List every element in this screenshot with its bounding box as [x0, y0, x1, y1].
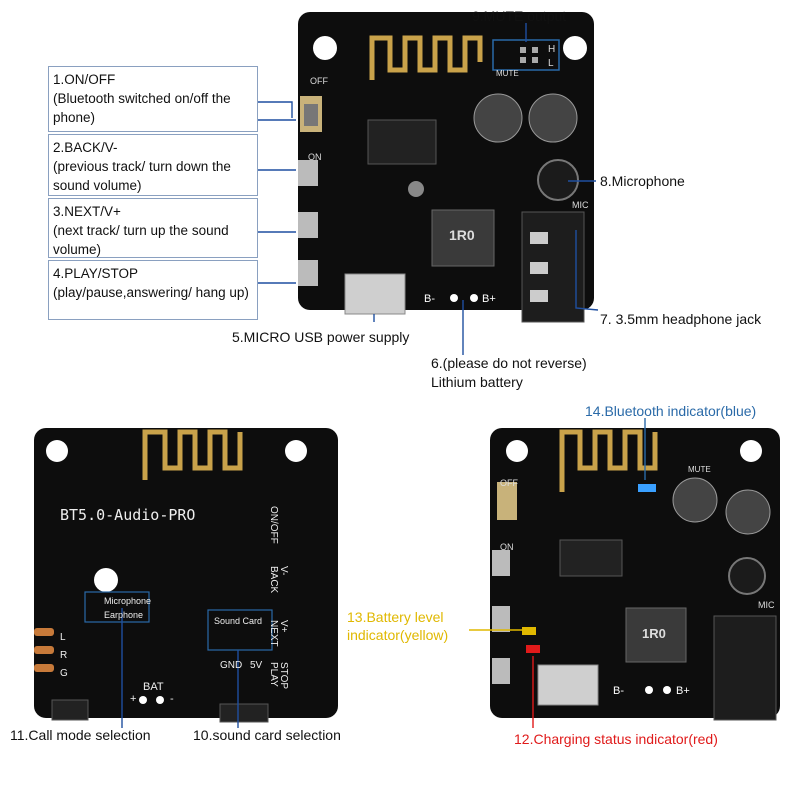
board-title: BT5.0-Audio-PRO: [60, 506, 196, 524]
callout-battery-indicator-line1: 13.Battery level: [347, 609, 444, 625]
callout-play-body: (play/pause,answering/ hang up): [53, 285, 249, 300]
callout-play-title: 4.PLAY/STOP: [53, 266, 139, 281]
back-silk: BACK: [268, 566, 279, 594]
r-pin-silk: R: [60, 650, 68, 661]
connector-lines-bottom-right: [469, 418, 646, 728]
b-minus-label-b: B-: [613, 685, 624, 697]
callout-mute-output: 9.MUTE output: [472, 8, 567, 24]
callout-sound-card: 10.sound card selection: [193, 727, 341, 743]
b-minus-label: B-: [424, 293, 435, 305]
inductor-label: 1R0: [449, 227, 475, 243]
b-plus-label: B+: [482, 293, 496, 305]
callout-bluetooth-indicator: 14.Bluetooth indicator(blue): [585, 403, 757, 419]
callout-on-off-body: (Bluetooth switched on/off the phone): [53, 91, 231, 125]
inductor-label-b: 1R0: [642, 626, 666, 641]
b-plus-label-b: B+: [676, 685, 690, 697]
callout-on-off: 1.ON/OFF (Bluetooth switched on/off the …: [48, 66, 258, 132]
callout-next: 3.NEXT/V+ (next track/ turn up the sound…: [48, 198, 258, 258]
h-label: H: [548, 44, 556, 55]
connector-lines-bottom-left: [121, 608, 239, 728]
mute-label-b: MUTE: [688, 465, 711, 474]
l-label: L: [548, 58, 554, 69]
callout-microphone: 8.Microphone: [600, 173, 685, 189]
on-label: ON: [308, 152, 322, 162]
earphone-silk: Earphone: [104, 610, 144, 620]
callout-usb: 5.MICRO USB power supply: [232, 329, 410, 345]
off-label-b: OFF: [500, 478, 518, 488]
five-v-silk: 5V: [250, 660, 263, 671]
l-pin-silk: L: [60, 632, 66, 643]
bat-minus-silk: -: [170, 693, 174, 705]
callout-call-mode: 11.Call mode selection: [10, 727, 151, 743]
callout-next-body: (next track/ turn up the sound volume): [53, 223, 229, 257]
sound-card-silk: Sound Card: [214, 616, 263, 626]
microphone-silk: Microphone: [104, 596, 152, 606]
callout-on-off-title: 1.ON/OFF: [53, 72, 116, 87]
callout-charging-indicator: 12.Charging status indicator(red): [514, 731, 718, 747]
g-pin-silk: G: [60, 668, 68, 679]
callout-back-body: (previous track/ turn down the sound vol…: [53, 159, 231, 193]
mic-label: MIC: [572, 200, 589, 210]
callout-battery-indicator-line2: indicator(yellow): [347, 627, 449, 643]
play-silk: PLAY: [268, 662, 279, 687]
bat-plus-silk: +: [130, 693, 137, 705]
next-silk: NEXT: [268, 620, 279, 647]
front-board-bottom: [490, 428, 780, 721]
mute-label: MUTE: [496, 69, 519, 78]
mic-label-b: MIC: [758, 600, 775, 610]
on-label-b: ON: [500, 542, 514, 552]
back-board: [34, 428, 338, 723]
front-board-top: [298, 12, 594, 323]
gnd-silk: GND: [220, 660, 243, 671]
callout-back-title: 2.BACK/V-: [53, 140, 118, 155]
callout-battery-line2: Lithium battery: [431, 374, 523, 390]
callout-play: 4.PLAY/STOP (play/pause,answering/ hang …: [48, 260, 258, 320]
callout-back: 2.BACK/V- (previous track/ turn down the…: [48, 134, 258, 196]
on-off-silk: ON/OFF: [268, 506, 279, 544]
callout-headphone-jack: 7. 3.5mm headphone jack: [600, 311, 762, 327]
connector-lines-top: [256, 23, 599, 355]
callout-battery-line1: 6.(please do not reverse): [431, 355, 587, 371]
off-label: OFF: [310, 76, 328, 86]
callout-next-title: 3.NEXT/V+: [53, 204, 121, 219]
bat-silk: BAT: [143, 681, 164, 693]
